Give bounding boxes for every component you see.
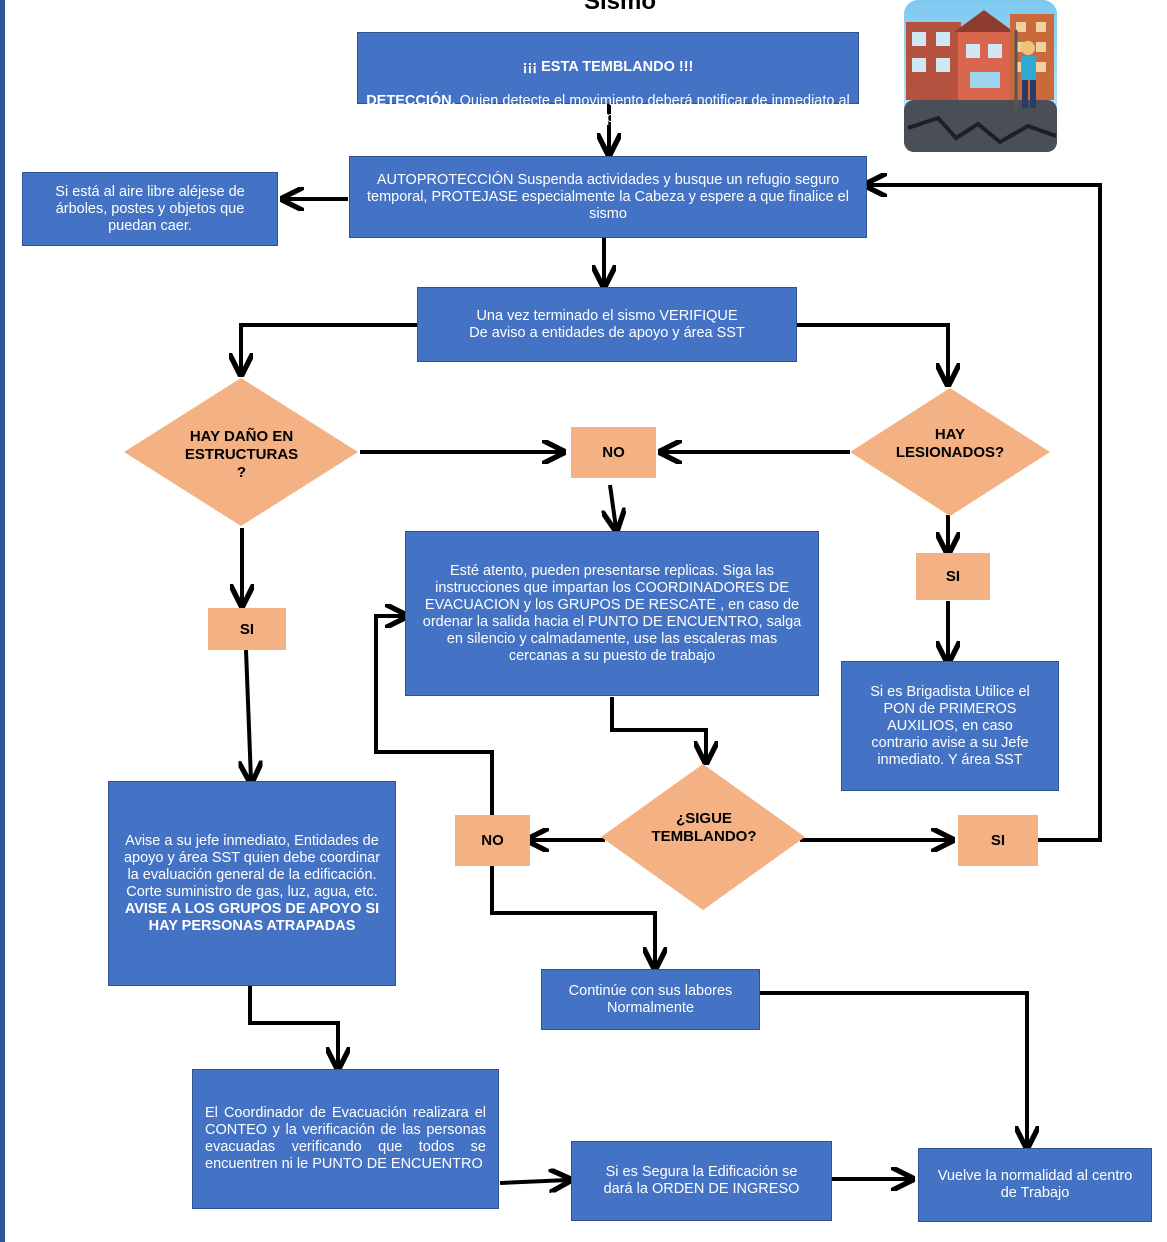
arrow-si-autoproteccion — [868, 185, 1102, 842]
arrow-to-estructuras — [241, 323, 417, 372]
decision-sigue — [601, 764, 805, 910]
label-si-left: SI — [208, 608, 286, 650]
arrow-replicas-sigue — [610, 697, 706, 760]
box-continue: Continúe con sus labores Normalmente — [541, 969, 760, 1030]
arrow-coordinador-ingreso — [499, 1180, 568, 1183]
label-si-right: SI — [916, 553, 990, 600]
box-verifique: Una vez terminado el sismo VERIFIQUE De … — [417, 287, 797, 362]
decision-sigue-text: ¿SIGUE TEMBLANDO? — [651, 810, 757, 845]
arrow-no-replicas-loop — [374, 616, 494, 815]
box-autoproteccion: AUTOPROTECCIÓN Suspenda actividades y bu… — [349, 156, 867, 238]
box-normalidad: Vuelve la normalidad al centro de Trabaj… — [918, 1148, 1152, 1222]
arrow-to-lesionados — [797, 323, 948, 382]
deteccion-heading: ¡¡¡ ESTA TEMBLANDO !!! — [522, 59, 694, 75]
box-brigadista: Si es Brigadista Utilice el PON de PRIME… — [841, 661, 1059, 791]
box-ingreso: Si es Segura la Edificación se dará la O… — [571, 1141, 832, 1221]
arrow-avise-coordinador — [248, 986, 338, 1066]
diagram-title: Sismo — [583, 0, 657, 15]
box-avise-jefe: Avise a su jefe inmediato, Entidades de … — [108, 781, 396, 986]
box-deteccion: ¡¡¡ ESTA TEMBLANDO !!! DETECCIÓN. Quien … — [357, 32, 859, 126]
decision-lesionados — [850, 388, 1050, 516]
decision-lesionados-text: HAY LESIONADOS? — [895, 426, 1005, 461]
page-border — [0, 0, 5, 1242]
arrow-no-replicas — [610, 484, 616, 528]
label-si-bottom: SI — [958, 815, 1038, 866]
label-no-bottom: NO — [455, 815, 530, 866]
label-no-top: NO — [571, 427, 656, 478]
avise-jefe-text: Avise a su jefe inmediato, Entidades de … — [123, 832, 381, 900]
deteccion-text: Quien detecte el movimiento deberá notif… — [455, 93, 850, 126]
arrow-continue-normalidad — [760, 991, 1027, 1145]
box-replicas: Esté atento, pueden presentarse replicas… — [405, 531, 819, 696]
decision-estructuras — [124, 378, 358, 526]
avise-grupos-text: AVISE A LOS GRUPOS DE APOYO SI HAY PERSO… — [124, 900, 380, 934]
deteccion-bold: DETECCIÓN. — [366, 93, 456, 109]
decision-estructuras-text: HAY DAÑO EN ESTRUCTURAS ? — [184, 428, 299, 481]
arrow-si-avise — [246, 649, 251, 780]
earthquake-illustration-icon — [904, 0, 1057, 152]
arrow-no-continue — [490, 866, 655, 966]
box-aire-libre: Si está al aire libre aléjese de árboles… — [22, 172, 278, 246]
box-coordinador: El Coordinador de Evacuación realizara e… — [192, 1069, 499, 1209]
